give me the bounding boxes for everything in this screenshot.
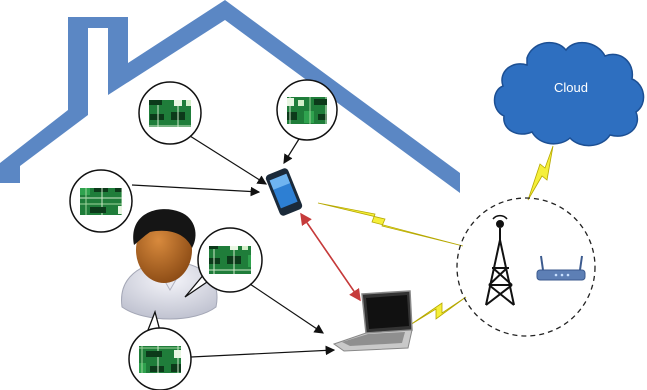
pcb-sensor-icon: [287, 97, 327, 124]
phone-laptop-link: [300, 212, 361, 302]
sensor-arrows: [131, 135, 336, 358]
arrow-sensor1-phone: [189, 135, 268, 185]
house-roof: [0, 0, 460, 193]
sensor-bubble-2: [276, 79, 338, 141]
arrow-sensor5-laptop: [190, 345, 336, 358]
pcb-sensor-icon: [80, 188, 122, 215]
sensor-bubble-5: [128, 309, 192, 390]
lightning-cloud-link: [527, 145, 554, 201]
sensor-bubble-4: [184, 227, 263, 298]
sensor-bubble-3: [69, 169, 133, 233]
laptop-icon: [332, 290, 413, 352]
sensor-bubble-1: [138, 81, 202, 145]
cell-tower-icon: [485, 214, 515, 306]
wifi-router-icon: [536, 255, 586, 281]
pcb-sensor-icon: [149, 100, 191, 127]
pcb-sensor-icon: [139, 346, 181, 373]
arrow-sensor2-phone: [283, 138, 300, 165]
pcb-sensor-icon: [209, 246, 251, 274]
lightning-phone-link: [317, 202, 464, 247]
cloud-label: Cloud: [554, 80, 588, 95]
lightning-laptop-link: [409, 296, 467, 326]
cloud-shape: [493, 41, 645, 147]
smartphone-icon: [265, 168, 303, 216]
arrow-sensor4-laptop: [249, 283, 324, 334]
arrow-sensor3-phone: [131, 184, 261, 197]
gateway-group: [456, 197, 596, 337]
person-icon: [121, 209, 218, 320]
